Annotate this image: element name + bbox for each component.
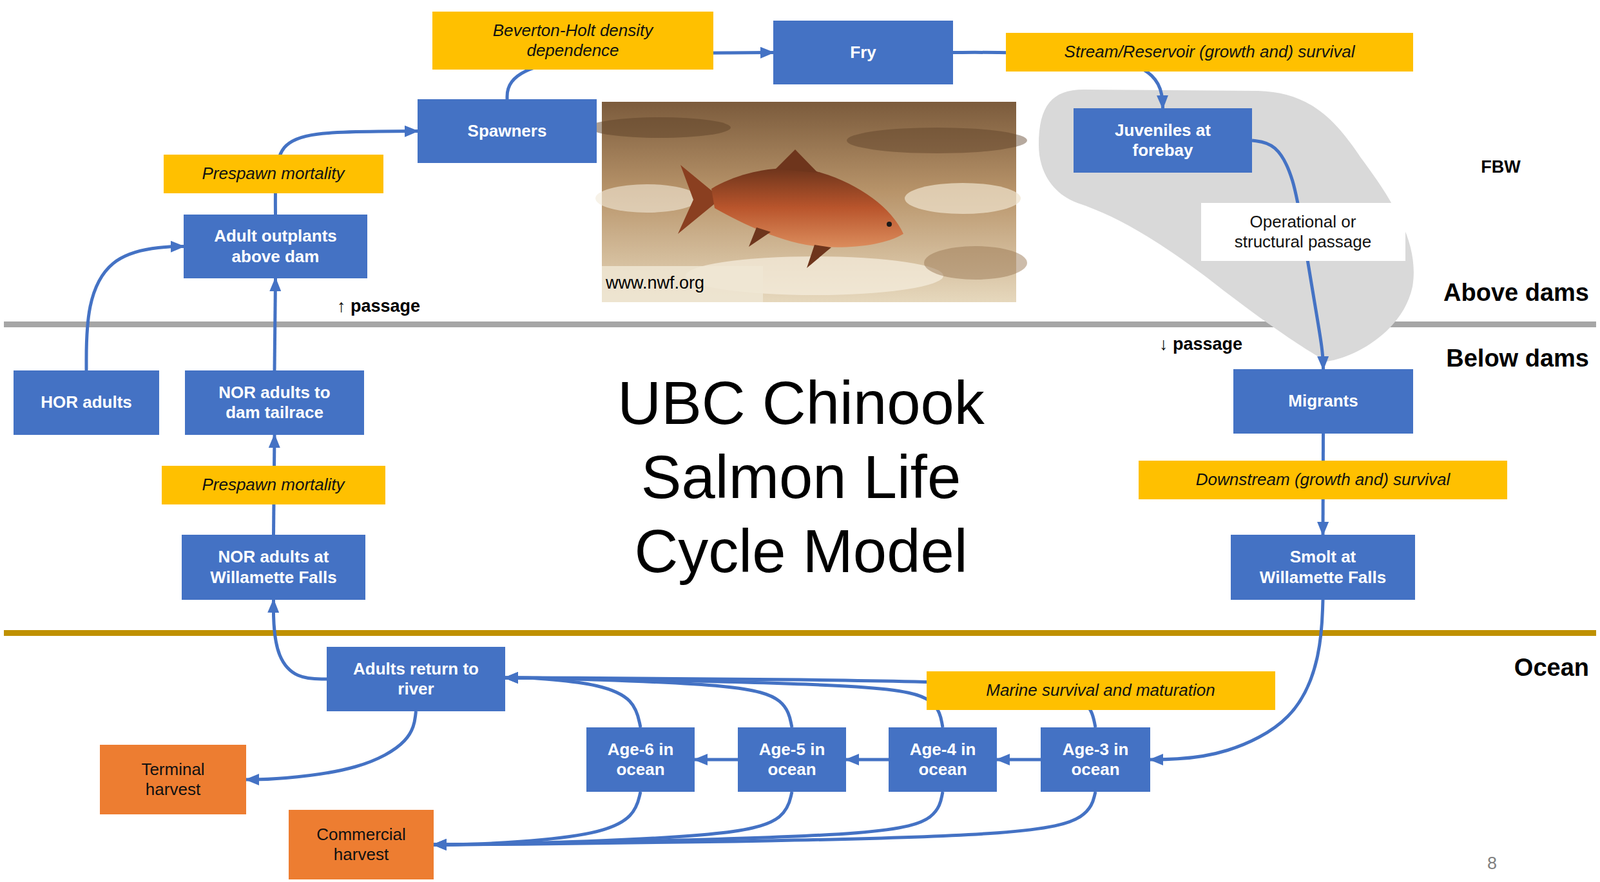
photo-foam xyxy=(904,183,1021,214)
process-box: Juveniles at forebay xyxy=(1073,108,1253,173)
flow-arrow xyxy=(694,758,738,762)
node-text: Spawners xyxy=(467,121,548,142)
harvest-box: Terminal harvest xyxy=(99,744,247,815)
passage-note: ↑ passage xyxy=(337,295,421,317)
edge-label-box: Prespawn mortality xyxy=(163,154,384,193)
flow-arrow xyxy=(846,758,889,762)
zone-label: Above dams xyxy=(1443,278,1590,307)
flow-arrow xyxy=(505,677,943,728)
photo-foam xyxy=(588,117,731,138)
flow-arrow xyxy=(433,791,1096,845)
page-number: 8 xyxy=(1487,853,1497,874)
node-text: HOR adults xyxy=(40,392,133,413)
edge-label: Stream/Reservoir (growth and) survival xyxy=(1064,41,1356,62)
process-box: Age-5 in ocean xyxy=(737,727,847,792)
process-box: Adults return to river xyxy=(326,646,506,712)
diagram-title: UBC Chinook Salmon Life Cycle Model xyxy=(588,366,1014,589)
process-box: Age-3 in ocean xyxy=(1040,727,1151,792)
process-box: Spawners xyxy=(417,99,597,164)
node-text: Juveniles at forebay xyxy=(1090,120,1236,161)
passage-note: ↓ passage xyxy=(1159,333,1243,355)
process-box: HOR adults xyxy=(13,370,160,435)
node-text: Age-3 in ocean xyxy=(1057,739,1134,780)
photo-foam xyxy=(924,246,1028,280)
process-box: NOR adults at Willamette Falls xyxy=(181,534,366,600)
flow-arrow xyxy=(433,791,943,845)
process-box: Smolt at Willamette Falls xyxy=(1230,534,1416,600)
photo-foam xyxy=(846,127,1028,154)
flow-arrow xyxy=(273,599,327,680)
zone-label: Below dams xyxy=(1445,344,1590,373)
fish-body xyxy=(711,168,904,248)
flow-arrow xyxy=(433,791,792,845)
node-text: FBW xyxy=(1480,156,1521,178)
node-text: Commercial harvest xyxy=(305,824,417,865)
harvest-box: Commercial harvest xyxy=(288,809,434,880)
edge-label-box: Marine survival and maturation xyxy=(926,671,1276,710)
process-box: Adult outplants above dam xyxy=(183,214,368,279)
edge-label: Prespawn mortality xyxy=(201,474,345,495)
fish-eye xyxy=(886,221,892,227)
process-box: Age-6 in ocean xyxy=(586,727,695,792)
node-text: Age-5 in ocean xyxy=(754,739,830,780)
node-text: Fry xyxy=(849,42,876,63)
region-shape xyxy=(1038,89,1414,362)
flow-arrow xyxy=(505,677,792,728)
edge-label: Marine survival and maturation xyxy=(985,680,1216,700)
process-box: Migrants xyxy=(1233,369,1414,434)
photo-credit: www.nwf.org xyxy=(605,272,705,294)
process-box: Fry xyxy=(773,20,954,85)
node-text: Smolt at Willamette Falls xyxy=(1247,547,1399,588)
node-text: NOR adults to dam tailrace xyxy=(201,382,348,423)
flow-arrow xyxy=(274,278,276,371)
node-text: Terminal harvest xyxy=(116,759,230,800)
node-text: NOR adults at Willamette Falls xyxy=(198,547,349,588)
edge-label-box: Operational or structural passage xyxy=(1201,202,1406,261)
edge-label: Prespawn mortality xyxy=(201,163,345,184)
edge-label: Operational or structural passage xyxy=(1234,212,1372,252)
edge-label-box: Prespawn mortality xyxy=(161,465,386,504)
flow-arrow xyxy=(433,791,641,845)
fish-fin xyxy=(806,244,832,269)
salmon-photo xyxy=(588,101,1028,303)
flow-arrow xyxy=(246,711,417,780)
process-box: Age-4 in ocean xyxy=(888,727,997,792)
flow-arrow xyxy=(86,246,184,372)
edge-label: Beverton-Holt density dependence xyxy=(492,20,654,60)
fish-fin xyxy=(748,227,771,247)
edge-label: Downstream (growth and) survival xyxy=(1195,469,1450,490)
edge-label-box: Downstream (growth and) survival xyxy=(1138,460,1508,499)
photo-foam xyxy=(595,184,699,213)
zone-divider xyxy=(3,630,1597,637)
node-text: Adults return to river xyxy=(343,659,489,700)
node-text: Adult outplants above dam xyxy=(200,226,351,267)
node-text: Age-4 in ocean xyxy=(905,739,981,780)
flow-arrow xyxy=(505,677,641,728)
node-text: Age-6 in ocean xyxy=(603,739,678,780)
edge-label-box: Stream/Reservoir (growth and) survival xyxy=(1005,32,1414,71)
node-text: Migrants xyxy=(1288,391,1358,412)
fish-fin xyxy=(775,149,818,173)
flow-arrow xyxy=(996,758,1041,762)
photo-foam xyxy=(601,266,763,303)
process-box: NOR adults to dam tailrace xyxy=(184,370,365,435)
zone-label: Ocean xyxy=(1514,653,1590,682)
edge-label-box: Beverton-Holt density dependence xyxy=(432,11,714,70)
